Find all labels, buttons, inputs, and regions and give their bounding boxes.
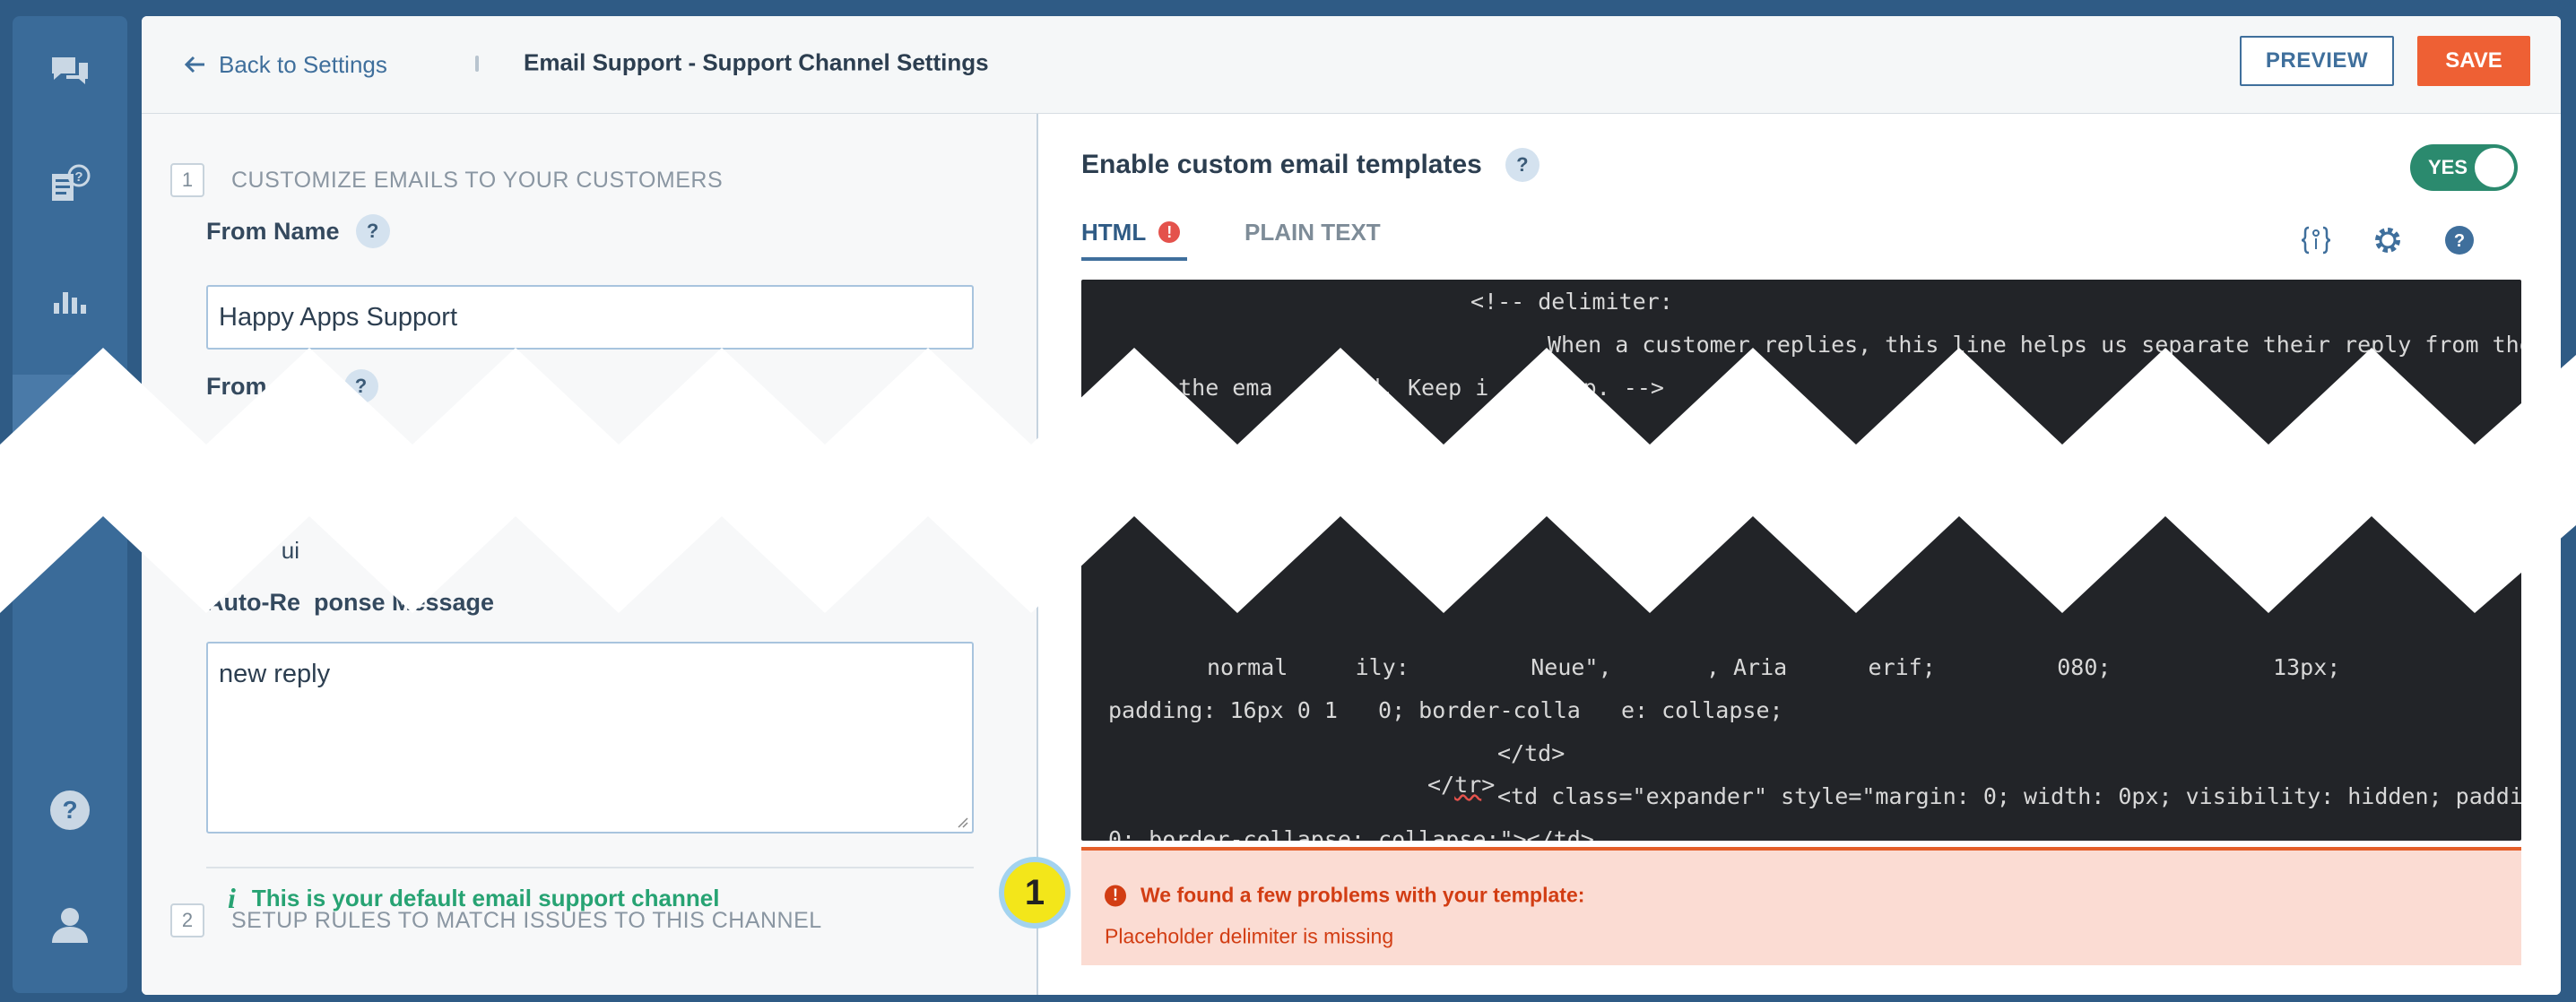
- save-button[interactable]: SAVE: [2417, 36, 2530, 86]
- breadcrumb-separator: [475, 56, 479, 72]
- chat-bubbles-icon[interactable]: [48, 50, 91, 93]
- from-name-label: From Name ?: [206, 214, 390, 248]
- resize-grip-icon[interactable]: [954, 814, 968, 828]
- help-circle-icon[interactable]: ?: [2442, 223, 2476, 257]
- template-tabs: HTML ! PLAIN TEXT: [1081, 207, 2521, 261]
- default-channel-info: i This is your default email support cha…: [228, 882, 719, 915]
- tab-html-label: HTML: [1081, 218, 1147, 246]
- arrow-left-icon: [184, 56, 204, 73]
- gear-icon[interactable]: [2371, 223, 2405, 257]
- code-line: </td>: [1497, 740, 1566, 766]
- code-line: padding: 16px 0 1 0; border-colla e: col…: [1108, 697, 1783, 723]
- section-divider: [206, 867, 974, 868]
- default-channel-text: This is your default email support chann…: [251, 885, 720, 911]
- templates-help-icon[interactable]: ?: [1505, 148, 1540, 182]
- error-title-text: We found a few problems with your templa…: [1141, 883, 1585, 907]
- reports-chart-icon[interactable]: [48, 276, 91, 319]
- auto-response-value: new reply: [219, 660, 331, 688]
- code-line-closing-tr: </tr>: [1427, 772, 1495, 798]
- template-editor-section: Enable custom email templates ? YES HTML…: [1038, 114, 2561, 995]
- error-title: ! We found a few problems with your temp…: [1105, 884, 1584, 908]
- auto-response-textarea[interactable]: new reply: [206, 642, 974, 834]
- template-error-box: ! We found a few problems with your temp…: [1081, 851, 2521, 965]
- code-line: <td class="expander" style="margin: 0; w…: [1497, 783, 2521, 809]
- placeholders-icon[interactable]: [2299, 223, 2333, 257]
- toggle-label: YES: [2428, 156, 2468, 178]
- custom-templates-toggle[interactable]: YES: [2410, 144, 2518, 191]
- preview-button[interactable]: PREVIEW: [2240, 36, 2394, 86]
- from-name-input[interactable]: Happy Apps Support: [206, 285, 974, 350]
- torn-edge-overlay: [0, 348, 2576, 613]
- from-name-label-text: From Name: [206, 217, 340, 245]
- knowledge-base-icon[interactable]: ?: [48, 163, 91, 206]
- back-to-settings-link[interactable]: Back to Settings: [183, 47, 387, 82]
- step-number-2: 2: [170, 903, 204, 937]
- profile-icon[interactable]: [48, 903, 91, 946]
- code-line: When a customer replies, this line helps…: [1548, 332, 2521, 358]
- from-email-label-text: From: [206, 372, 267, 400]
- enable-templates-title: Enable custom email templates ?: [1081, 148, 1540, 182]
- tab-plain-text[interactable]: PLAIN TEXT: [1245, 218, 1381, 246]
- from-name-help-icon[interactable]: ?: [355, 214, 390, 248]
- channel-settings-form: 1 CUSTOMIZE EMAILS TO YOUR CUSTOMERS Fro…: [142, 114, 1038, 995]
- svg-text:?: ?: [62, 796, 77, 824]
- enable-templates-label: Enable custom email templates: [1081, 150, 1482, 179]
- code-line: <!-- delimiter:: [1470, 289, 1673, 315]
- error-accent-bar: [1081, 847, 2521, 851]
- step-number-1: 1: [170, 163, 204, 197]
- code-token: </: [1427, 772, 1455, 798]
- svg-text:?: ?: [74, 169, 82, 185]
- code-token-error: tr: [1454, 772, 1482, 798]
- annotation-marker: 1: [999, 857, 1071, 929]
- code-token: >: [1481, 772, 1496, 798]
- info-icon: i: [228, 882, 236, 914]
- tab-error-icon: !: [1158, 221, 1181, 243]
- tab-html[interactable]: HTML !: [1081, 207, 1187, 261]
- back-link-label: Back to Settings: [219, 50, 387, 78]
- section-title-rules: SETUP RULES TO MATCH ISSUES TO THIS CHAN…: [231, 908, 822, 933]
- code-line: 0; border-collapse: collapse;"></td>: [1108, 826, 1594, 841]
- svg-text:?: ?: [2454, 231, 2465, 251]
- toggle-knob: [2475, 148, 2514, 187]
- top-bar: Back to Settings Email Support - Support…: [142, 16, 2561, 114]
- code-line: normal ily: Neue", , Aria erif; 080; 13p…: [1207, 654, 2341, 680]
- error-message: Placeholder delimiter is missing: [1105, 924, 1394, 948]
- page-title: Email Support - Support Channel Settings: [524, 48, 989, 76]
- help-icon[interactable]: ?: [48, 789, 91, 832]
- error-icon: !: [1105, 885, 1126, 906]
- section-title-customize: CUSTOMIZE EMAILS TO YOUR CUSTOMERS: [231, 168, 724, 193]
